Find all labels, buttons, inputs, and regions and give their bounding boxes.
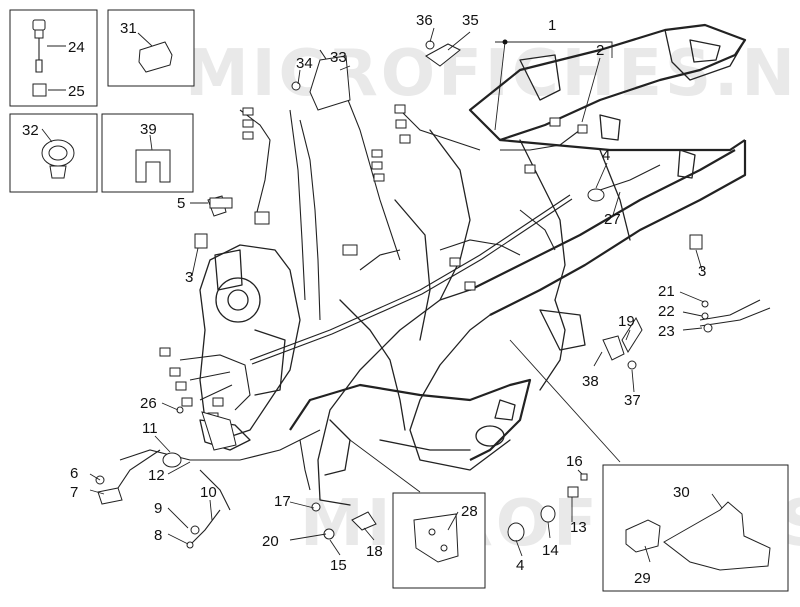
callout-20: 20	[262, 533, 279, 550]
callout-19: 19	[618, 313, 635, 330]
callout-13: 13	[570, 519, 587, 536]
callout-24: 24	[68, 39, 85, 56]
callout-8: 8	[154, 527, 162, 544]
callout-35: 35	[462, 12, 479, 29]
callout-14: 14	[542, 542, 559, 559]
callout-37: 37	[624, 392, 641, 409]
wiring-harness	[95, 40, 771, 549]
leader-lines	[89, 27, 705, 557]
callout-38: 38	[582, 373, 599, 390]
callout-labels: 1 2 3 3 4 4 5 6 7 8 9 10 11 12 13 14 15 …	[22, 12, 706, 587]
callout-6: 6	[70, 465, 78, 482]
callout-5: 5	[177, 195, 185, 212]
inset-box-28	[392, 492, 486, 589]
callout-28: 28	[461, 503, 478, 520]
callout-12: 12	[148, 467, 165, 484]
callout-10: 10	[200, 484, 217, 501]
callout-4-bottom: 4	[516, 557, 524, 574]
callout-18: 18	[366, 543, 383, 560]
inset-box-29-30	[602, 464, 789, 592]
callout-30: 30	[673, 484, 690, 501]
callout-15: 15	[330, 557, 347, 574]
callout-33: 33	[330, 49, 347, 66]
callout-9: 9	[154, 500, 162, 517]
callout-26: 26	[140, 395, 157, 412]
callout-2: 2	[596, 42, 604, 59]
callout-16: 16	[566, 453, 583, 470]
callout-39: 39	[140, 121, 157, 138]
callout-32: 32	[22, 122, 39, 139]
watermark-text: MICROFICHES.NET	[185, 37, 800, 111]
leader-dot	[502, 39, 508, 45]
inset-box-31	[107, 9, 195, 87]
callout-1: 1	[548, 17, 556, 34]
callout-3-left: 3	[185, 269, 193, 286]
callout-29: 29	[634, 570, 651, 587]
callout-31: 31	[120, 20, 137, 37]
inset-box-24-25	[9, 9, 98, 107]
callout-11: 11	[142, 420, 158, 437]
callout-22: 22	[658, 303, 675, 320]
callout-27: 27	[604, 211, 621, 228]
callout-21: 21	[658, 283, 675, 300]
callout-36: 36	[416, 12, 433, 29]
callout-34: 34	[296, 55, 313, 72]
chassis-frame	[289, 23, 747, 506]
callout-17: 17	[274, 493, 291, 510]
inset-box-39	[101, 113, 194, 193]
callout-4-top: 4	[602, 147, 610, 164]
inset-box-32	[9, 113, 98, 193]
callout-3-right: 3	[698, 263, 706, 280]
callout-7: 7	[70, 484, 78, 501]
callout-23: 23	[658, 323, 675, 340]
callout-25: 25	[68, 83, 85, 100]
